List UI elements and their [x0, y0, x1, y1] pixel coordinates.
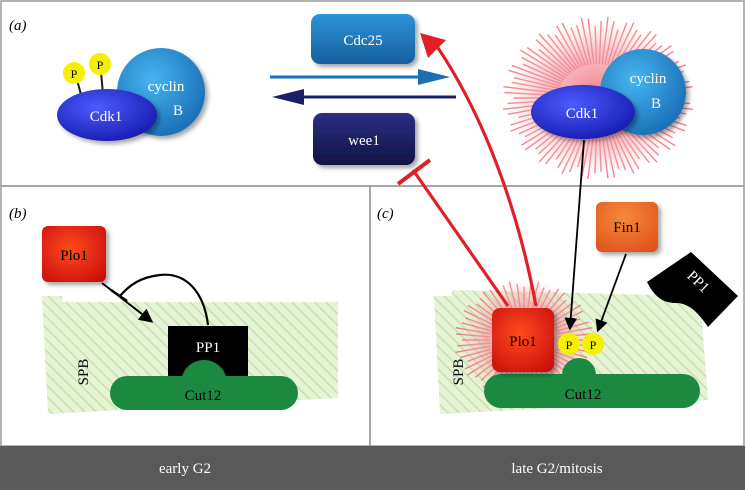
phospho-label: P — [566, 338, 573, 352]
panel-c-content: SPB Cut12 Plo1 P P Fin1 PP1 — [396, 33, 738, 414]
fin1-to-cut12-arrow — [595, 253, 627, 333]
inhibition-bar — [110, 288, 128, 303]
cdk1-shape — [57, 89, 157, 141]
phospho-circle — [89, 53, 111, 75]
inhibition-bar — [396, 158, 432, 186]
pp1-label: PP1 — [196, 340, 220, 356]
cyclin-label: cyclin — [630, 71, 667, 87]
panel-b-label: (b) — [9, 206, 27, 222]
cyclin-label: cyclin — [148, 79, 185, 95]
cdc25-box — [311, 14, 415, 64]
footer-early-g2: early G2 — [159, 461, 211, 477]
equilibrium-arrows — [270, 69, 456, 105]
phospho-label: P — [97, 58, 104, 72]
plo1-inhibits-wee1-line — [411, 169, 510, 307]
plo1-to-pp1-arrow — [101, 282, 154, 323]
wee1-label: wee1 — [348, 133, 380, 149]
cdk1-cyclin-complex-active: cyclin B Cdk1 — [502, 16, 694, 179]
pp1-inhibits-plo1-line — [119, 273, 210, 326]
footer-bar — [0, 446, 745, 490]
cut12-knob — [562, 358, 596, 375]
panel-a-label: (a) — [9, 18, 27, 34]
plo1-activates-cdc25-head — [420, 33, 446, 58]
plo1-label: Plo1 — [509, 334, 537, 350]
cyclin-b-label: B — [173, 103, 183, 119]
forward-arrow-head — [418, 69, 450, 85]
pp1-dissociated-shape — [647, 252, 738, 327]
phospho-label: P — [71, 67, 78, 81]
phospho-circle — [558, 333, 580, 355]
cdc25-label: Cdc25 — [343, 33, 382, 49]
plo1-label: Plo1 — [60, 248, 88, 264]
cdk1-label: Cdk1 — [566, 106, 599, 122]
plo1-box — [492, 308, 554, 372]
cdk1-shape — [531, 85, 635, 139]
reverse-arrow-head — [272, 89, 304, 105]
phospho-circle — [582, 333, 604, 355]
cyclin-b-label: B — [651, 96, 661, 112]
panel-c-label: (c) — [377, 206, 394, 222]
phospho-label: P — [590, 338, 597, 352]
fin1-label: Fin1 — [613, 220, 641, 236]
footer-late-g2: late G2/mitosis — [511, 461, 602, 477]
cdk1-cyclin-complex-inactive: cyclin B Cdk1 P P — [57, 48, 205, 141]
cut12-bar — [110, 376, 298, 410]
cut12-bar — [484, 374, 700, 408]
wee1-box — [313, 113, 415, 165]
plo1-box — [42, 226, 106, 282]
phospho-circle — [63, 62, 85, 84]
plo1-activates-cdc25-arrow — [432, 41, 538, 307]
cdk1-to-cut12-arrow — [564, 139, 585, 331]
cdk1-label: Cdk1 — [90, 109, 123, 125]
panel-b-content: SPB Plo1 PP1 Cut12 — [42, 226, 338, 414]
cut12-label: Cut12 — [565, 387, 602, 403]
fin1-box — [596, 202, 658, 252]
cut12-label: Cut12 — [185, 388, 222, 404]
spb-label: SPB — [451, 359, 467, 386]
spb-label: SPB — [76, 359, 92, 386]
